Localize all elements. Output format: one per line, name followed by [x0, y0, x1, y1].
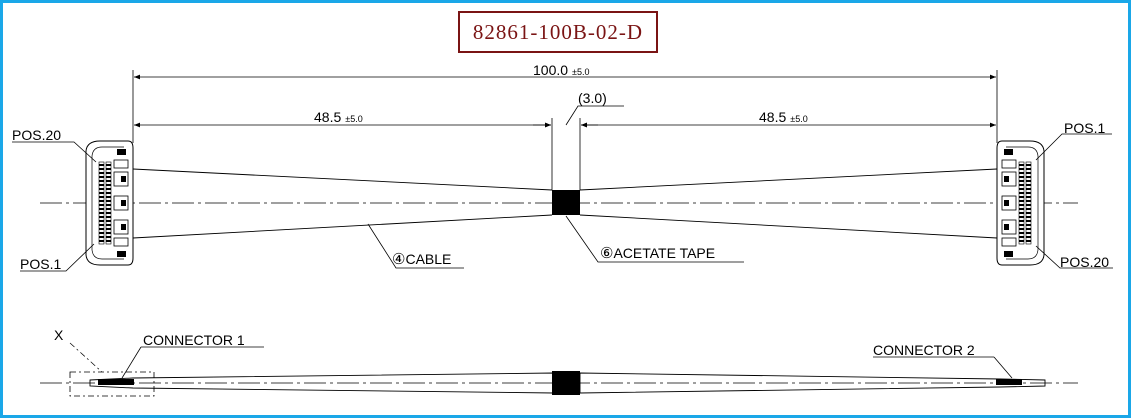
- cable-top-view: [132, 168, 998, 239]
- overall-dimension-value: 100.0: [533, 62, 569, 78]
- cable-item-number: ④: [392, 251, 406, 268]
- detail-x-box: [69, 371, 155, 397]
- cable-label: CABLE: [405, 251, 452, 267]
- pos20-right-label: POS.20: [1060, 254, 1110, 270]
- tape-callout: ⑥ACETATE TAPE: [600, 245, 715, 262]
- pos1-right-label: POS.1: [1064, 120, 1106, 136]
- part-number-box: 82861-100B-02-D: [458, 11, 658, 53]
- tape-dim-leader: [565, 105, 624, 126]
- detail-x-label: X: [54, 327, 64, 343]
- right-dimension-tolerance: ±5.0: [790, 114, 808, 124]
- connector-left-top-view: [85, 140, 134, 266]
- right-dimension-value: 48.5: [759, 109, 787, 125]
- overall-dimension-label: 100.0±5.0: [533, 62, 590, 80]
- left-dimension-value: 48.5: [314, 109, 342, 125]
- connector-right-top-view: [996, 140, 1045, 266]
- tape-width-dimension: (3.0): [578, 90, 607, 106]
- overall-dimension-tolerance: ±5.0: [572, 67, 590, 77]
- tape-item-number: ⑥: [600, 245, 614, 262]
- left-dimension-label: 48.5±5.0: [314, 109, 363, 127]
- connector1-label: CONNECTOR 1: [143, 332, 245, 348]
- pos20-left-label: POS.20: [12, 127, 62, 143]
- tape-label: ACETATE TAPE: [613, 245, 716, 261]
- left-dimension-tolerance: ±5.0: [345, 114, 363, 124]
- connector2-label: CONNECTOR 2: [873, 342, 975, 358]
- pos1-left-label: POS.1: [20, 256, 62, 272]
- acetate-tape-side: [552, 371, 580, 395]
- cable-callout: ④CABLE: [392, 251, 451, 268]
- acetate-tape-top: [552, 190, 580, 215]
- leader-lines-top: [12, 133, 1113, 272]
- right-dimension-label: 48.5±5.0: [759, 109, 808, 127]
- part-number: 82861-100B-02-D: [472, 19, 644, 44]
